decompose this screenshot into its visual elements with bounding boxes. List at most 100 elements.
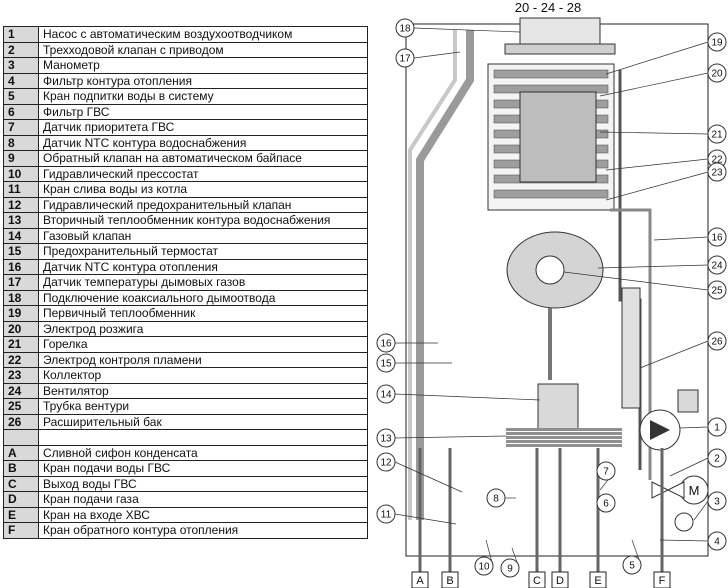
callout-circle	[395, 48, 415, 68]
callout-number: 22	[711, 155, 723, 166]
callout-circle	[707, 331, 727, 351]
coil-turn	[493, 189, 609, 199]
callout-circle	[707, 227, 727, 247]
legend-number: 26	[3, 413, 39, 430]
legend-description: Фильтр контура отопления	[38, 72, 368, 89]
callout-number: 6	[603, 499, 609, 510]
connection-box	[653, 571, 671, 588]
connection-label: B	[446, 575, 453, 587]
connection-box	[441, 571, 459, 588]
legend-description: Подключение коаксиального дымоотвода	[38, 289, 368, 306]
callout-circle	[707, 255, 727, 275]
legend-number: 3	[3, 57, 39, 74]
callout-circle	[376, 353, 396, 373]
legend-number: 21	[3, 336, 39, 353]
legend-number: 17	[3, 274, 39, 291]
legend-description: Датчик NTC контура отопления	[38, 258, 368, 275]
callout-leader	[563, 271, 709, 291]
callout-circle	[707, 32, 727, 52]
legend-number: F	[3, 522, 39, 539]
flow-pipe	[618, 70, 642, 470]
legend-number: B	[3, 460, 39, 477]
exchanger-plate	[506, 436, 622, 439]
callout-leader	[653, 236, 709, 241]
legend-description: Трубка вентури	[38, 398, 368, 415]
callout-number: 13	[380, 434, 392, 445]
coil-turn	[493, 69, 609, 79]
callout-circle	[707, 162, 727, 182]
connection-label: F	[659, 575, 666, 587]
callout-circle	[376, 384, 396, 404]
connection-box	[528, 571, 546, 588]
legend-number: 25	[3, 398, 39, 415]
legend-number: 20	[3, 320, 39, 337]
legend-description: Датчик NTC контура водоснабжения	[38, 134, 368, 151]
legend-description: Электрод контроля пламени	[38, 351, 368, 368]
callout-number: 7	[603, 467, 609, 478]
legend-description: Первичный теплообменник	[38, 305, 368, 322]
callout-number: 26	[711, 337, 723, 348]
callout-number: 11	[381, 510, 392, 521]
callout-leader	[659, 539, 709, 542]
callout-circle	[707, 63, 727, 83]
legend-number: 18	[3, 289, 39, 306]
pump-symbol	[650, 420, 670, 440]
callout-leader	[605, 171, 709, 201]
air-vent	[677, 389, 699, 413]
connection-box	[411, 571, 429, 588]
callout-circle	[707, 448, 727, 468]
secondary-heat-exchanger	[506, 428, 622, 447]
legend-description: Вентилятор	[38, 382, 368, 399]
callout-number: 24	[711, 261, 723, 272]
expansion-vessel	[621, 287, 641, 409]
legend-number: A	[3, 444, 39, 461]
flue-duct	[416, 30, 474, 520]
legend-number: 9	[3, 150, 39, 167]
return-pipe	[610, 208, 652, 480]
venturi-tube	[535, 255, 565, 285]
connection-box	[589, 571, 607, 588]
callout-leader	[693, 500, 709, 521]
callout-number: 21	[711, 130, 723, 141]
callout-number: 5	[629, 561, 635, 572]
callout-number: 9	[507, 564, 513, 575]
callout-circle	[395, 18, 415, 38]
callout-leader	[413, 51, 461, 59]
legend-description: Датчик приоритета ГВС	[38, 119, 368, 136]
callout-number: 16	[380, 339, 392, 350]
callout-number: 18	[399, 24, 411, 35]
callout-leader	[605, 41, 709, 75]
exchanger-plate	[506, 428, 622, 431]
callout-number: 16	[711, 233, 723, 244]
callout-circle	[596, 461, 616, 481]
legend-row-blank	[3, 429, 368, 446]
legend-description: Выход воды ГВС	[38, 475, 368, 492]
callout-number: 10	[478, 562, 490, 573]
legend-number: 14	[3, 227, 39, 244]
legend-number: 1	[3, 26, 39, 43]
legend-description: Насос с автоматическим воздухоотводчиком	[38, 26, 368, 43]
legend-number: 8	[3, 134, 39, 151]
callout-number: 2	[714, 454, 720, 465]
callout-circle	[622, 555, 642, 575]
legend-number: C	[3, 475, 39, 492]
legend-description: Вторичный теплообменник контура водоснаб…	[38, 212, 368, 229]
callout-leader	[669, 457, 709, 477]
exchanger-plate	[506, 440, 622, 443]
callout-circle	[376, 504, 396, 524]
three-way-valve	[651, 481, 685, 499]
